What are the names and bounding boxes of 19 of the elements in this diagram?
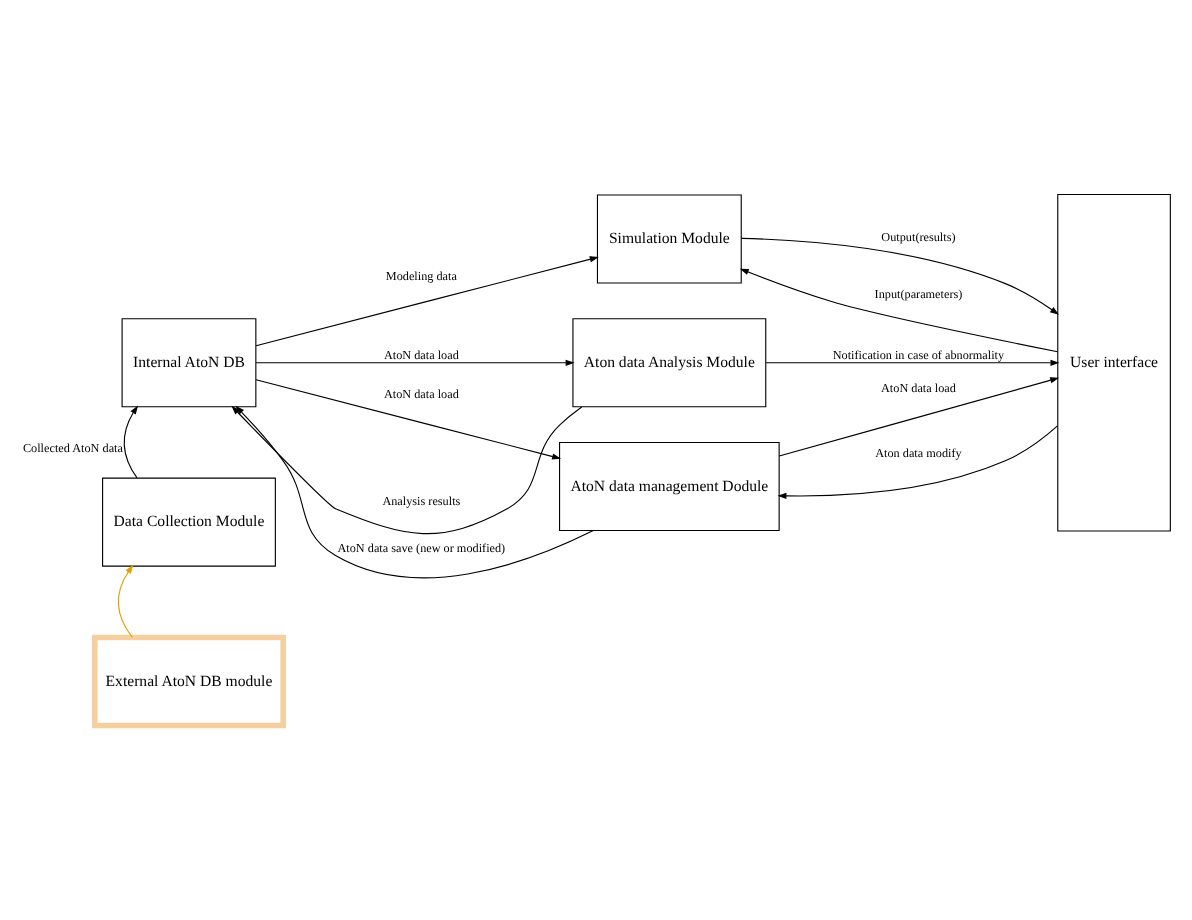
arrow bbox=[255, 379, 561, 460]
node-box: User interface bbox=[1057, 193, 1171, 532]
arrow bbox=[255, 359, 575, 366]
arrow bbox=[235, 405, 594, 579]
arrow bbox=[740, 237, 1059, 315]
node-box: AtoN data management Dodule bbox=[559, 441, 780, 532]
arrow bbox=[739, 268, 1059, 353]
node-box: Simulation Module bbox=[596, 194, 742, 284]
arrow bbox=[778, 377, 1060, 457]
arrow bbox=[123, 405, 139, 479]
arrow bbox=[231, 405, 583, 535]
node-box: External AtoN DB module bbox=[92, 634, 286, 729]
node-box: Internal AtoN DB bbox=[121, 318, 257, 408]
arrow bbox=[777, 425, 1059, 499]
arrow bbox=[765, 359, 1060, 366]
node-box: Aton data Analysis Module bbox=[572, 318, 767, 408]
node-box: Data Collection Module bbox=[102, 477, 276, 567]
arrow bbox=[255, 256, 599, 347]
arrow bbox=[117, 564, 134, 638]
